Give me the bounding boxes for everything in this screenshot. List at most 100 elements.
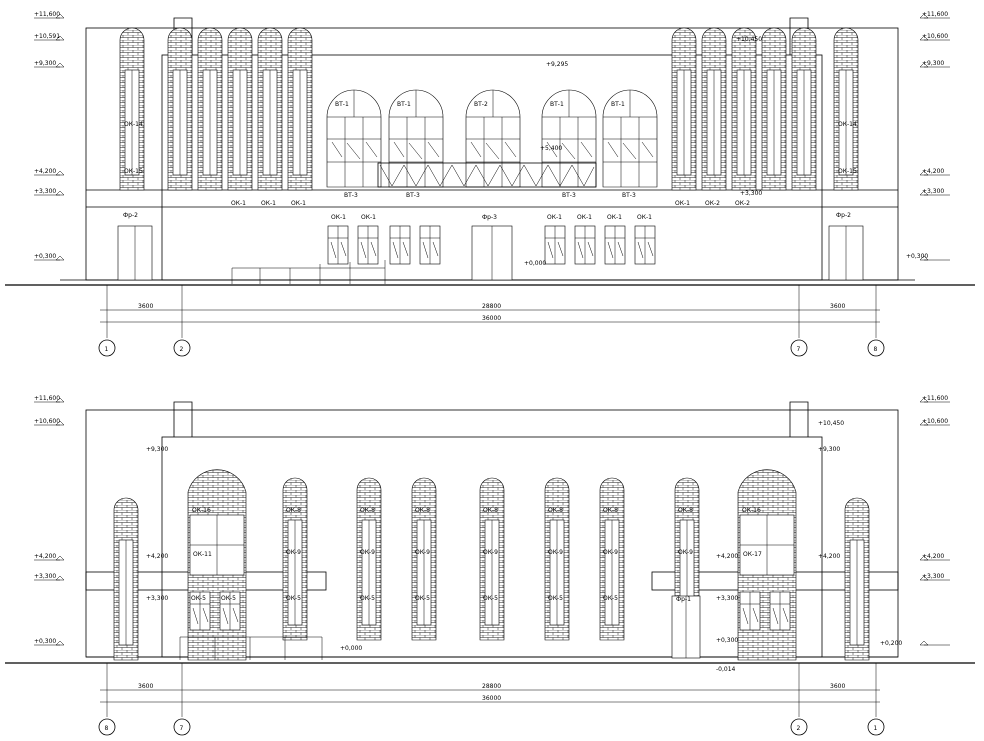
tag-vt1-d: ВТ-1 bbox=[611, 101, 625, 108]
b-tag-ok17: ОК-17 bbox=[743, 551, 762, 558]
b-level-inner-right-neg: -0,014 bbox=[716, 666, 736, 673]
level-right-6: +0,300 bbox=[906, 253, 928, 260]
tag-vt1-c: ВТ-1 bbox=[550, 101, 564, 108]
b-level-right-1: +11,600 bbox=[922, 395, 948, 402]
b-level-left-4: +3,300 bbox=[34, 573, 56, 580]
b-tag-ok5-g: ОК-5 bbox=[548, 595, 563, 602]
b-tag-ok16-right: ОК-16 bbox=[742, 507, 761, 514]
b-dim-total: 36000 bbox=[482, 695, 501, 702]
tag-fr3: Фр-3 bbox=[482, 214, 497, 221]
level-right-5: +3,300 bbox=[922, 188, 944, 195]
b-tag-ok8-d: ОК-8 bbox=[483, 507, 498, 514]
b-tag-ok9-c: ОК-9 bbox=[415, 549, 430, 556]
axis-1: 1 bbox=[105, 346, 109, 353]
axis-8: 8 bbox=[874, 346, 878, 353]
tag-vt3-c: ВТ-3 bbox=[562, 192, 576, 199]
level-left-3: +9,300 bbox=[34, 60, 56, 67]
b-tag-ok5-h: ОК-5 bbox=[603, 595, 618, 602]
tag-ok15-left: ОК-15 bbox=[124, 168, 143, 175]
b-level-inner-right-top: +10,450 bbox=[818, 420, 844, 427]
b-tag-fr1: Фр-1 bbox=[676, 596, 691, 603]
b-level-inner-right-42: +4,200 bbox=[818, 553, 840, 560]
tag-ok2-a: ОК-2 bbox=[705, 200, 720, 207]
tag-ok1-g: ОК-1 bbox=[577, 214, 592, 221]
b-level-right-5: +0,200 bbox=[880, 640, 902, 647]
b-tag-ok8-b: ОК-8 bbox=[360, 507, 375, 514]
b-level-left-2: +10,600 bbox=[34, 418, 60, 425]
b-tag-ok9-d: ОК-9 bbox=[483, 549, 498, 556]
tag-ok1-d: ОК-1 bbox=[331, 214, 346, 221]
b-level-inner-right-03: +0,300 bbox=[716, 637, 738, 644]
b-level-inner-left-low: +3,300 bbox=[146, 595, 168, 602]
dim-right: 3600 bbox=[830, 303, 845, 310]
b-tag-ok5-a: ОК-5 bbox=[191, 595, 206, 602]
b-level-inner-right-42b: +4,200 bbox=[716, 553, 738, 560]
level-inner-left: +10,450 bbox=[736, 36, 762, 43]
tag-fr2-left: Фр-2 bbox=[123, 212, 138, 219]
tag-ok15-right: ОК-15 bbox=[838, 168, 857, 175]
dim-center: 28800 bbox=[482, 303, 501, 310]
b-level-ground-center: +0,000 bbox=[340, 645, 362, 652]
level-left-2: +10,591 bbox=[34, 33, 60, 40]
b-tag-ok11: ОК-11 bbox=[193, 551, 212, 558]
b-tag-ok9-b: ОК-9 bbox=[360, 549, 375, 556]
b-tag-ok5-e: ОК-5 bbox=[415, 595, 430, 602]
tag-fr2-right: Фр-2 bbox=[836, 212, 851, 219]
b-tag-ok5-f: ОК-5 bbox=[483, 595, 498, 602]
tag-vt2: ВТ-2 bbox=[474, 101, 488, 108]
tag-ok1-f: ОК-1 bbox=[547, 214, 562, 221]
tag-vt3-d: ВТ-3 bbox=[622, 192, 636, 199]
b-level-inner-right-9: +9,300 bbox=[818, 446, 840, 453]
b-tag-ok8-f: ОК-8 bbox=[603, 507, 618, 514]
level-inner-right: +3,300 bbox=[740, 190, 762, 197]
level-left-4: +4,200 bbox=[34, 168, 56, 175]
axis-2: 2 bbox=[180, 346, 184, 353]
tag-ok1-c: ОК-1 bbox=[291, 200, 306, 207]
b-tag-ok5-c: ОК-5 bbox=[286, 595, 301, 602]
level-left-5: +3,300 bbox=[34, 188, 56, 195]
b-tag-ok8-a: ОК-8 bbox=[286, 507, 301, 514]
level-left-1: +11,600 bbox=[34, 11, 60, 18]
tag-ok14-left: ОК-14 bbox=[124, 121, 143, 128]
tag-ok1-j: ОК-1 bbox=[675, 200, 690, 207]
tag-vt3-a: ВТ-3 bbox=[344, 192, 358, 199]
b-tag-ok8-c: ОК-8 bbox=[415, 507, 430, 514]
b-tag-ok16-left: ОК-16 bbox=[192, 507, 211, 514]
b-dim-right: 3600 bbox=[830, 683, 845, 690]
b-axis-2: 2 bbox=[797, 725, 801, 732]
level-inner-center: +9,295 bbox=[546, 61, 568, 68]
b-tag-ok9-f: ОК-9 bbox=[603, 549, 618, 556]
tag-ok14-right: ОК-14 bbox=[838, 121, 857, 128]
b-tag-ok9-g: ОК-9 bbox=[678, 549, 693, 556]
b-level-left-5: +0,300 bbox=[34, 638, 56, 645]
tag-ok1-a: ОК-1 bbox=[231, 200, 246, 207]
level-ground-center: +0,000 bbox=[524, 260, 546, 267]
b-tag-ok5-b: ОК-5 bbox=[221, 595, 236, 602]
tag-ok1-h: ОК-1 bbox=[607, 214, 622, 221]
level-right-3: +9,300 bbox=[922, 60, 944, 67]
level-right-1: +11,600 bbox=[922, 11, 948, 18]
b-dim-center: 28800 bbox=[482, 683, 501, 690]
tag-vt1-b: ВТ-1 bbox=[397, 101, 411, 108]
level-left-6: +0,300 bbox=[34, 253, 56, 260]
b-tag-ok8-g: ОК-8 bbox=[678, 507, 693, 514]
level-right-2: +10,600 bbox=[922, 33, 948, 40]
elevation-bottom: +11,600 +10,600 +4,200 +3,300 +0,300 +11… bbox=[5, 395, 975, 736]
level-right-4: +4,200 bbox=[922, 168, 944, 175]
axis-7: 7 bbox=[797, 346, 801, 353]
level-inner-sign: +5,400 bbox=[540, 145, 562, 152]
b-level-right-3: +4,200 bbox=[922, 553, 944, 560]
b-axis-7: 7 bbox=[180, 725, 184, 732]
elevation-top: +11,600 +10,591 +9,300 +4,200 +3,300 +0,… bbox=[5, 11, 975, 357]
tag-vt3-b: ВТ-3 bbox=[406, 192, 420, 199]
b-tag-ok8-e: ОК-8 bbox=[548, 507, 563, 514]
dim-left: 3600 bbox=[138, 303, 153, 310]
b-level-right-2: +10,600 bbox=[922, 418, 948, 425]
b-level-inner-left-mid: +4,200 bbox=[146, 553, 168, 560]
tag-ok1-e: ОК-1 bbox=[361, 214, 376, 221]
b-axis-8: 8 bbox=[105, 725, 109, 732]
b-dim-left: 3600 bbox=[138, 683, 153, 690]
b-level-left-1: +11,600 bbox=[34, 395, 60, 402]
tag-vt1-a: ВТ-1 bbox=[335, 101, 349, 108]
b-level-inner-right-33: +3,300 bbox=[716, 595, 738, 602]
